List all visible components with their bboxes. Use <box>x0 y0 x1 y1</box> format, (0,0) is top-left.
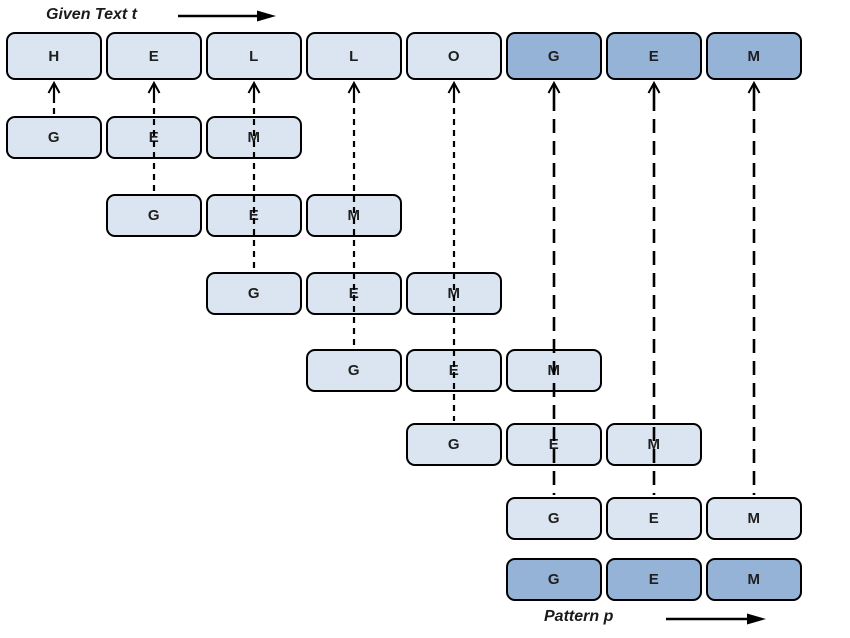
text-cell: L <box>306 32 402 80</box>
cell-letter: E <box>448 362 460 379</box>
pattern-cell: G <box>506 558 602 601</box>
pattern-label: Pattern p <box>544 608 614 625</box>
pattern-cell: M <box>606 423 702 466</box>
cell-letter: G <box>147 207 161 224</box>
cell-letter: M <box>747 47 761 65</box>
pattern-cell: E <box>506 423 602 466</box>
pattern-cell: M <box>206 116 302 159</box>
cell-letter: M <box>247 129 261 146</box>
cell-letter: L <box>349 47 359 65</box>
comparison-arrow <box>47 80 61 114</box>
cell-letter: E <box>648 510 660 527</box>
text-cell: H <box>6 32 102 80</box>
text-cell: O <box>406 32 502 80</box>
pattern-direction-arrow <box>666 613 766 625</box>
cell-letter: O <box>447 47 461 65</box>
given-text-label: Given Text t <box>46 6 137 23</box>
cell-letter: E <box>148 47 160 65</box>
cell-letter: M <box>747 510 761 527</box>
pattern-cell: G <box>206 272 302 315</box>
cell-letter: M <box>747 571 761 588</box>
comparison-arrow <box>747 80 761 495</box>
cell-letter: M <box>347 207 361 224</box>
cell-letter: M <box>447 285 461 302</box>
pattern-cell: M <box>306 194 402 237</box>
cell-letter: L <box>249 47 259 65</box>
cell-letter: G <box>547 510 561 527</box>
cell-letter: E <box>648 47 660 65</box>
text-cell: E <box>106 32 202 80</box>
cell-letter: G <box>547 47 561 65</box>
pattern-cell: G <box>406 423 502 466</box>
pattern-cell: M <box>706 497 802 540</box>
cell-letter: G <box>247 285 261 302</box>
cell-letter: H <box>48 47 60 65</box>
pattern-cell: E <box>206 194 302 237</box>
pattern-cell: M <box>406 272 502 315</box>
pattern-cell: E <box>606 497 702 540</box>
cell-letter: E <box>148 129 160 146</box>
pattern-cell: E <box>306 272 402 315</box>
cell-letter: E <box>248 207 260 224</box>
pattern-cell: M <box>706 558 802 601</box>
cell-letter: G <box>547 571 561 588</box>
pattern-cell: E <box>106 116 202 159</box>
cell-letter: E <box>548 436 560 453</box>
comparison-arrow <box>247 80 261 270</box>
cell-letter: G <box>447 436 461 453</box>
pattern-cell: G <box>106 194 202 237</box>
text-cell: E <box>606 32 702 80</box>
text-cell: G <box>506 32 602 80</box>
cell-letter: M <box>547 362 561 379</box>
pattern-cell: G <box>506 497 602 540</box>
text-cell: L <box>206 32 302 80</box>
text-cell: M <box>706 32 802 80</box>
pattern-cell: G <box>6 116 102 159</box>
cell-letter: E <box>648 571 660 588</box>
cell-letter: E <box>348 285 360 302</box>
cell-letter: M <box>647 436 661 453</box>
pattern-cell: E <box>606 558 702 601</box>
cell-letter: G <box>47 129 61 146</box>
cell-letter: G <box>347 362 361 379</box>
pattern-cell: E <box>406 349 502 392</box>
given-text-direction-arrow <box>178 10 276 22</box>
pattern-cell: G <box>306 349 402 392</box>
pattern-cell: M <box>506 349 602 392</box>
